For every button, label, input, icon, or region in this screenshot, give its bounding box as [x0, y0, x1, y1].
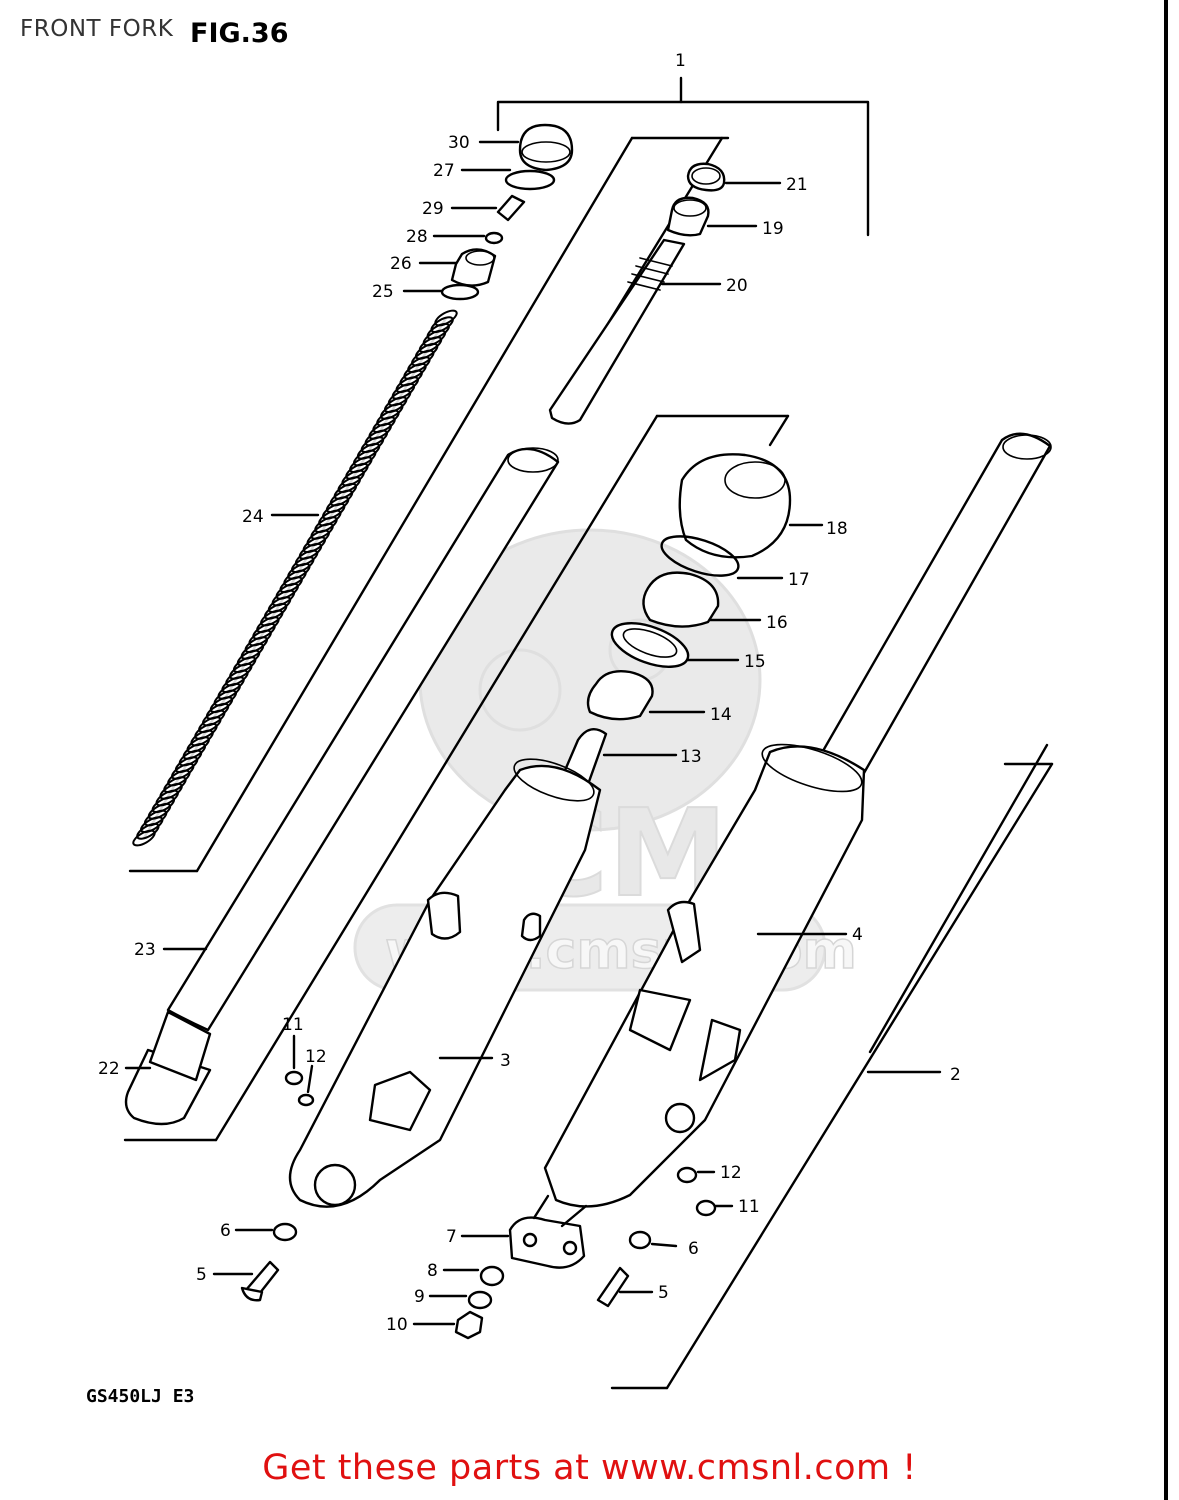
- seal-spacer-15: [610, 622, 740, 668]
- inner-tube-23: [162, 447, 560, 1032]
- callout-19: 19: [762, 219, 784, 239]
- callout-5-right: 5: [658, 1283, 669, 1303]
- callout-23: 23: [134, 940, 156, 960]
- callout-14: 14: [710, 705, 732, 725]
- assembly-bracket-1: [496, 76, 870, 237]
- callout-30: 30: [448, 133, 470, 153]
- callout-16: 16: [766, 613, 788, 633]
- spring-coil: [132, 829, 156, 847]
- stopper-ring-17: [660, 535, 784, 580]
- bolt-5-left: [212, 1260, 280, 1302]
- callout-8: 8: [427, 1261, 438, 1281]
- callout-4: 4: [852, 925, 863, 945]
- callout-26: 26: [390, 254, 412, 274]
- callout-labels: 1 2 3 4 5 5 6 6 7 8 9 10 11 11 12 12 13 …: [98, 51, 961, 1335]
- callout-25: 25: [372, 282, 394, 302]
- figure-number: FIG.36: [190, 18, 289, 49]
- callout-7: 7: [446, 1227, 457, 1247]
- get-parts-link[interactable]: Get these parts at www.cmsnl.com !: [262, 1448, 917, 1488]
- callout-29: 29: [422, 199, 444, 219]
- washer-12-right: [676, 1166, 716, 1184]
- callout-6-right: 6: [688, 1239, 699, 1259]
- washer-9: [428, 1290, 493, 1310]
- callout-27: 27: [433, 161, 455, 181]
- callout-3: 3: [500, 1051, 511, 1071]
- fork-spring-24: [132, 309, 458, 847]
- callout-12-left: 12: [305, 1047, 327, 1067]
- callout-28: 28: [406, 227, 428, 247]
- washer-6-left: [234, 1222, 298, 1242]
- callout-9: 9: [414, 1287, 425, 1307]
- outer-tube-4: [543, 743, 942, 1208]
- ring-21: [686, 162, 782, 192]
- bolt-5-right: [596, 1266, 654, 1308]
- callout-24: 24: [242, 507, 264, 527]
- callout-12-right: 12: [720, 1163, 742, 1183]
- callout-18: 18: [826, 519, 848, 539]
- oil-seal-16: [642, 571, 762, 628]
- slide-bushing-22: [124, 1010, 212, 1126]
- circlip-27: [460, 168, 556, 191]
- fork-cap-30: [478, 123, 574, 172]
- page-title: FRONT FORK: [20, 16, 174, 42]
- callout-6-left: 6: [220, 1221, 231, 1241]
- axle-holder-7: [460, 1194, 588, 1269]
- outer-tube-3: [288, 758, 602, 1208]
- ring-25: [402, 283, 480, 301]
- piston-ring-19: [666, 196, 758, 237]
- page-edge-line: [1164, 0, 1168, 1500]
- callout-22: 22: [98, 1059, 120, 1079]
- dust-seal-18: [678, 453, 824, 559]
- callout-20: 20: [726, 276, 748, 296]
- spacer-26: [418, 248, 497, 287]
- damper-rod-20: [548, 238, 722, 425]
- bolt-11-left: [284, 1034, 304, 1086]
- washer-8: [442, 1265, 505, 1287]
- washer-12-left: [297, 1064, 315, 1107]
- callout-11-left: 11: [282, 1015, 304, 1035]
- washer-6-right: [628, 1230, 678, 1250]
- bolt-11-right: [695, 1199, 734, 1217]
- nut-10: [412, 1310, 484, 1340]
- callout-17: 17: [788, 570, 810, 590]
- guide-bushing-14: [586, 670, 706, 721]
- inner-tube-right: [810, 432, 1052, 782]
- callout-2: 2: [950, 1065, 961, 1085]
- callout-1: 1: [675, 51, 686, 71]
- o-ring-28: [432, 231, 504, 245]
- model-code: GS450LJ E3: [86, 1386, 195, 1407]
- callout-10: 10: [386, 1315, 408, 1335]
- callout-13: 13: [680, 747, 702, 767]
- callout-15: 15: [744, 652, 766, 672]
- callout-21: 21: [786, 175, 808, 195]
- callout-5-left: 5: [196, 1265, 207, 1285]
- assembly-frame-lines: [123, 136, 1054, 1390]
- callout-11-right: 11: [738, 1197, 760, 1217]
- valve-29: [450, 194, 526, 222]
